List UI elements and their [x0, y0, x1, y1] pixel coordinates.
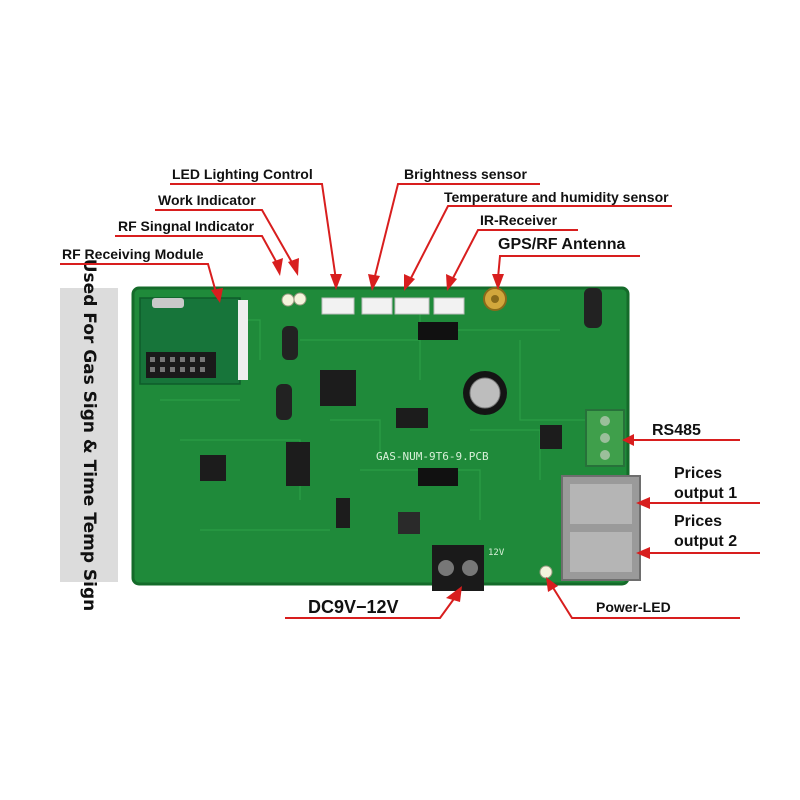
- label-prices-output-2: Prices output 2: [674, 512, 737, 552]
- side-banner: Used For Gas Sign & Time Temp Sign: [60, 259, 118, 611]
- led-lighting-control-connector: [321, 297, 355, 315]
- brightness-sensor-connector: [361, 297, 393, 315]
- arrowhead: [546, 577, 558, 592]
- label-prices-output-2-line2: output 2: [674, 533, 738, 550]
- ir-receiver-connector: [433, 297, 465, 315]
- callout-line-temp-humidity: [409, 205, 672, 281]
- label-ir-receiver: IR-Receiver: [480, 212, 558, 228]
- arrowhead: [446, 586, 462, 602]
- film-capacitor: [418, 322, 458, 486]
- label-led-lighting-control: LED Lighting Control: [172, 166, 313, 182]
- prices-output-ports: [561, 475, 641, 581]
- arrowhead: [288, 258, 299, 276]
- label-gps-rf-antenna: GPS/RF Antenna: [498, 236, 626, 253]
- callout-line-work-indicator: [155, 209, 295, 267]
- arrowhead: [330, 274, 342, 290]
- arrowhead: [492, 274, 504, 290]
- pcb-marking: GAS-NUM-9T6-9.PCB: [376, 450, 489, 463]
- arrowhead: [636, 547, 650, 559]
- temp-humidity-connector: [394, 297, 430, 315]
- arrowhead: [622, 434, 634, 446]
- label-prices-output-1: Prices output 1: [674, 464, 737, 504]
- label-rf-receiving-module: RF Receiving Module: [62, 246, 204, 262]
- microcontroller-chip: [200, 370, 562, 534]
- label-prices-output-1-line2: output 1: [674, 485, 738, 502]
- label-brightness-sensor: Brightness sensor: [404, 166, 527, 182]
- rf-receiving-module: [139, 297, 248, 385]
- label-rf-signal-indicator: RF Singnal Indicator: [118, 218, 255, 234]
- arrowhead: [211, 288, 223, 303]
- callout-line-ir-receiver: [451, 229, 578, 281]
- arrowhead: [636, 497, 650, 509]
- label-rs485: RS485: [652, 422, 701, 439]
- callout-line-dc: [285, 595, 457, 619]
- voltage-marking: 12V: [488, 548, 505, 558]
- arrowhead: [446, 274, 457, 291]
- rs485-terminal-block: [585, 409, 625, 467]
- gps-antenna-connector: [483, 287, 507, 311]
- arrowhead: [272, 258, 283, 276]
- label-dc-input: DC9V−12V: [308, 597, 399, 617]
- power-led: [539, 565, 553, 579]
- capacitor: [276, 288, 602, 420]
- coin-battery: [463, 371, 507, 415]
- callout-line-rf-module: [60, 263, 218, 297]
- callout-line-rf-signal: [115, 235, 279, 266]
- arrowhead: [368, 274, 380, 291]
- dc-input-terminal: [432, 545, 484, 591]
- callout-line-led-lighting: [170, 183, 337, 281]
- label-prices-output-2-line1: Prices: [674, 513, 723, 530]
- rf-signal-indicator-led: [293, 292, 307, 306]
- label-work-indicator: Work Indicator: [158, 192, 256, 208]
- callout-line-power-led: [551, 585, 740, 619]
- label-power-led: Power-LED: [596, 599, 671, 615]
- callout-line-gps: [497, 255, 640, 279]
- work-indicator-led: [281, 293, 295, 307]
- label-temperature-humidity-sensor: Temperature and humidity sensor: [444, 189, 669, 205]
- label-prices-output-1-line1: Prices: [674, 465, 723, 482]
- arrowhead: [404, 274, 415, 291]
- callout-line-brightness: [373, 183, 540, 281]
